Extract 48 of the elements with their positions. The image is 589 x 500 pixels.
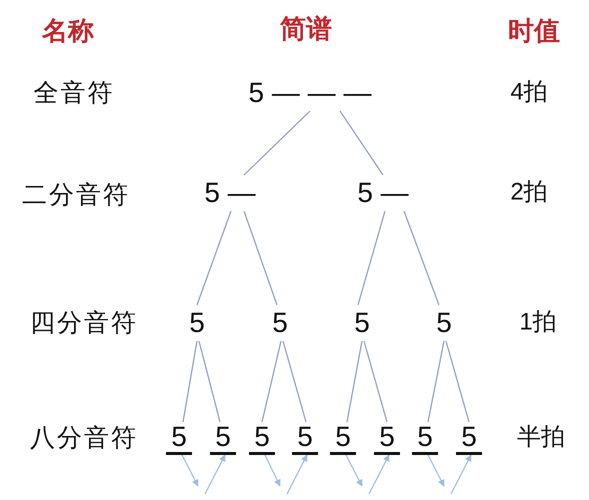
arrow [427,454,445,487]
jianpu-note: 5 [184,305,210,341]
jianpu-note: 5 [166,422,192,455]
jianpu-note: 5 [374,422,400,455]
jianpu-note: 5 [267,305,293,341]
branch-line [243,210,278,306]
arrow [450,454,472,494]
note-name: 四分音符 [30,308,138,338]
branch-line [182,340,198,422]
column-header: 名称 [42,16,94,48]
jianpu-note: 5 [330,422,356,455]
arrow [264,454,281,487]
jianpu-note: 5 [412,422,438,455]
beat-count: 1拍 [519,308,557,338]
jianpu-note: 5 — [198,175,262,211]
note-name: 八分音符 [30,423,138,453]
branch-line [363,340,388,422]
branch-line [445,340,470,422]
branch-line [196,210,232,306]
column-header: 时值 [508,16,560,48]
branch-line [403,210,440,306]
note-name: 全音符 [34,78,114,108]
jianpu-note: 5 [292,422,318,455]
jianpu-note: 5 [456,422,482,455]
beat-count: 2拍 [510,178,548,208]
branch-line [340,110,384,176]
arrow [286,454,308,494]
branch-line [427,340,445,422]
beat-count: 半拍 [517,424,565,452]
branch-line [357,210,386,306]
arrow [368,454,390,494]
jianpu-note: 5 [210,422,236,455]
branch-line [198,340,221,422]
arrow [204,454,226,494]
jianpu-note: 5 [249,422,275,455]
branch-line [261,340,282,422]
jianpu-note: 5 — — — [235,75,385,111]
arrow [345,454,363,487]
jianpu-note: 5 [431,305,457,341]
note-name: 二分音符 [22,180,130,210]
beat-count: 4拍 [510,78,548,108]
arrow [181,454,199,487]
jianpu-note: 5 [349,305,375,341]
jianpu-note: 5 — [351,175,415,211]
column-header: 简谱 [280,14,332,46]
branch-line [282,340,307,422]
branch-line [244,110,310,176]
branch-line [346,340,363,422]
